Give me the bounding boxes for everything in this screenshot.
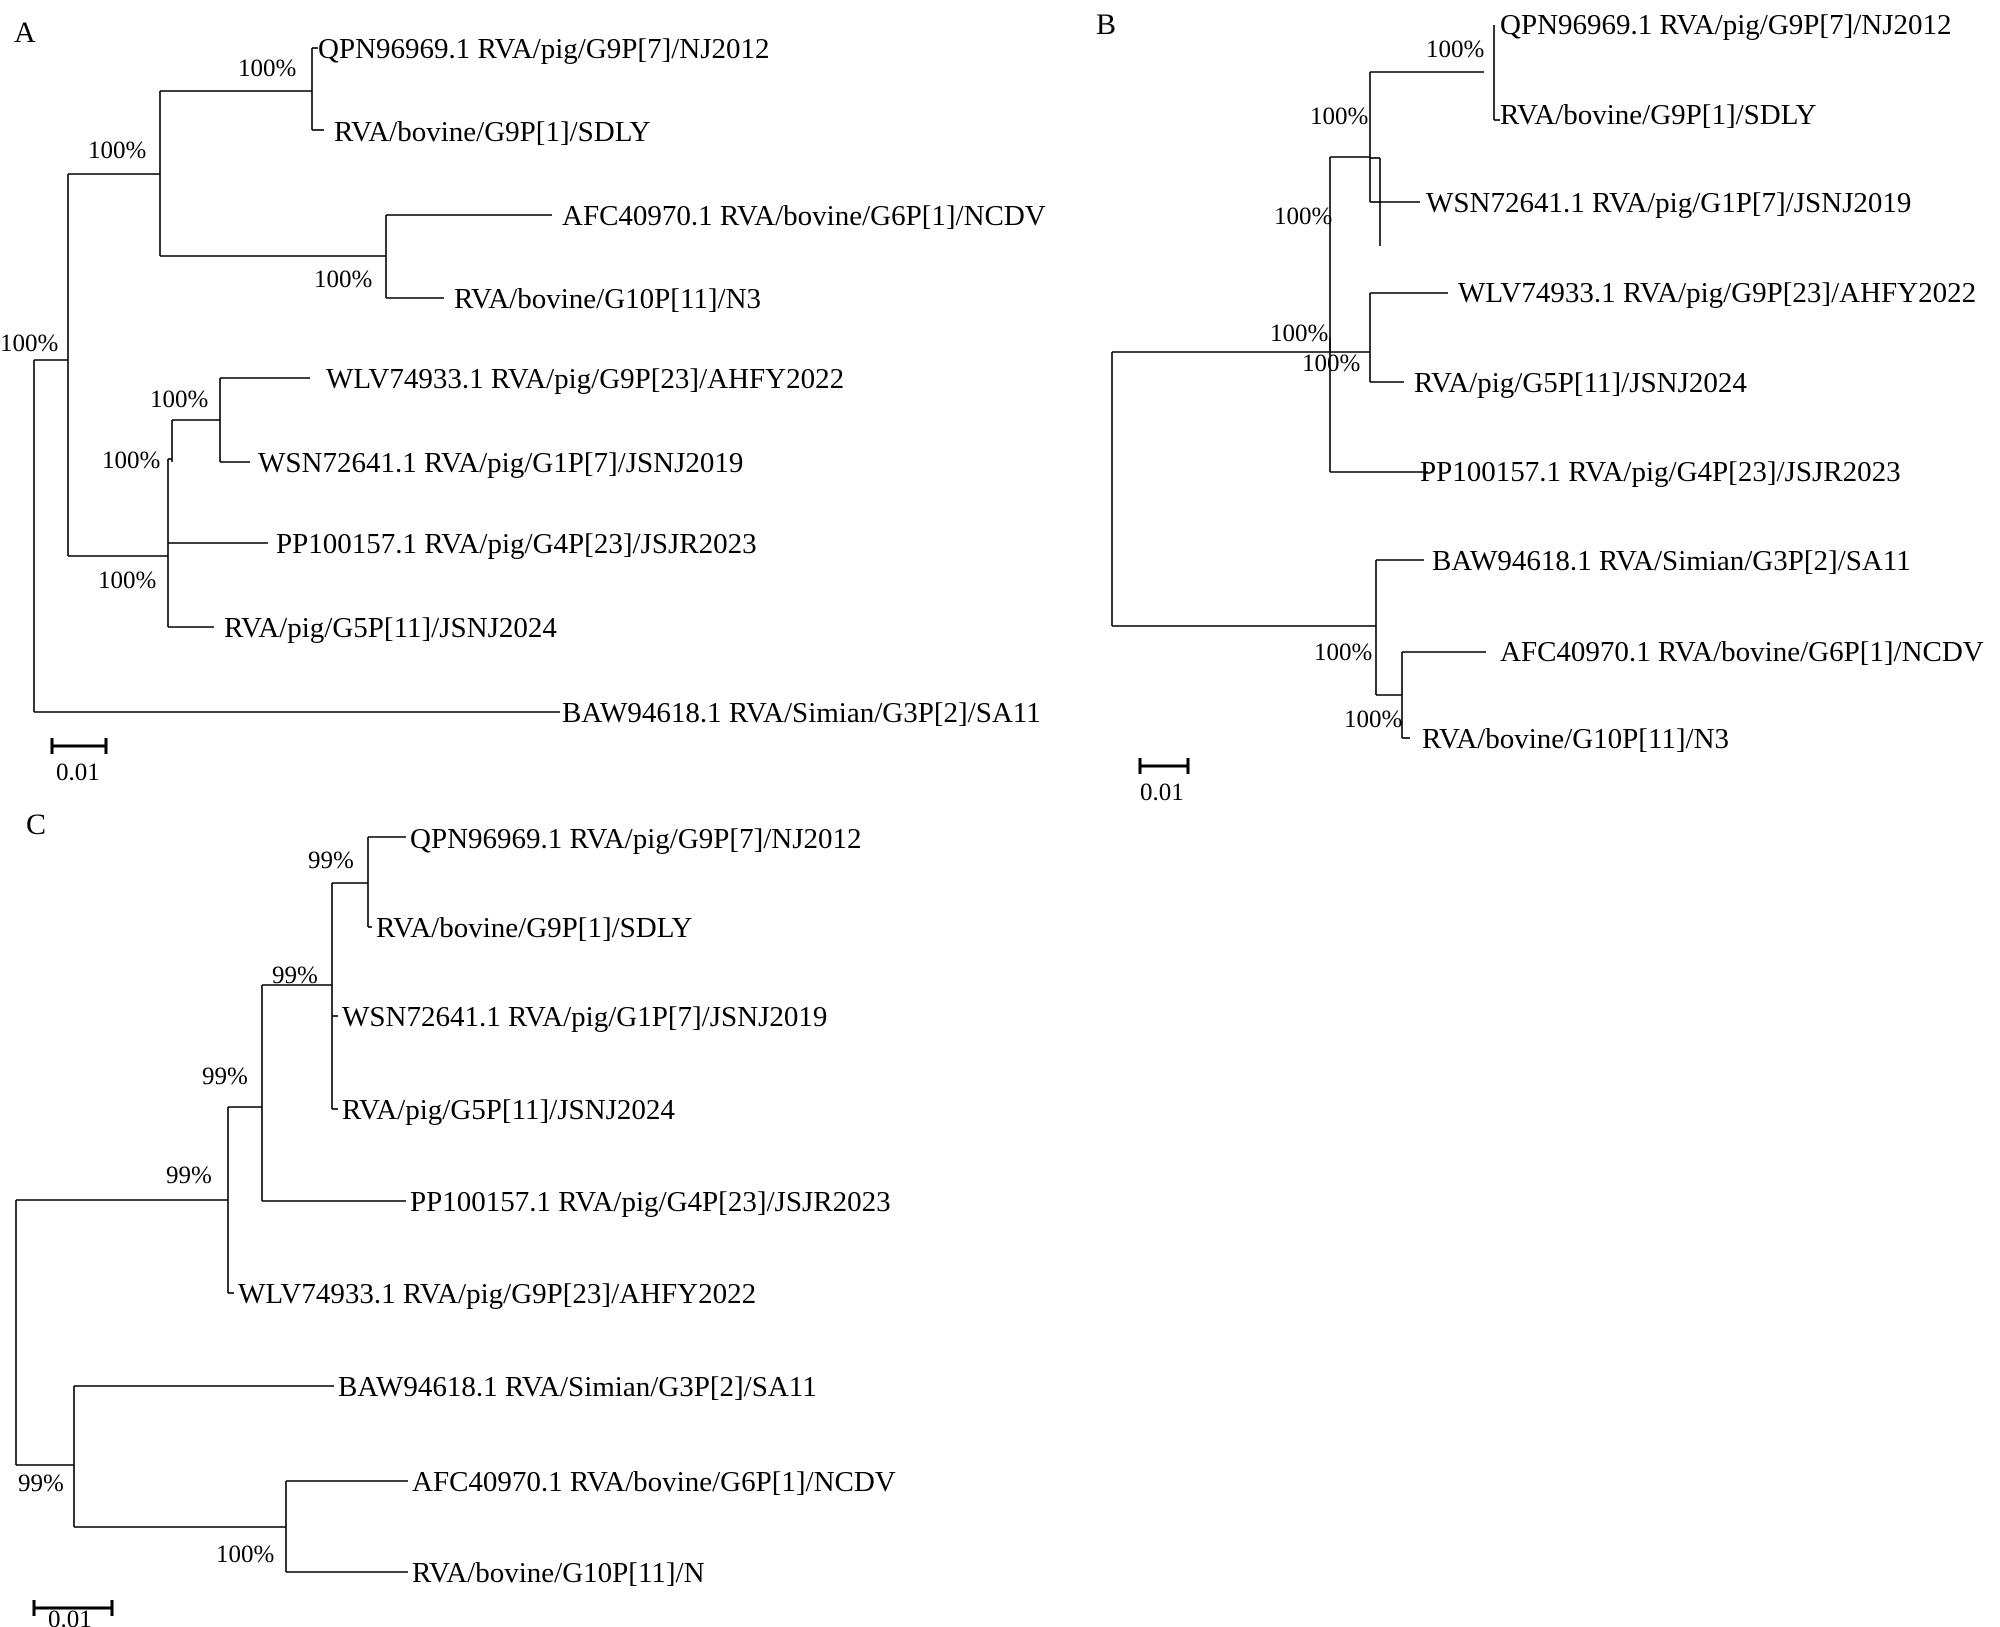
panel-a-scale-label: 0.01 [56,759,100,786]
panel-b-leaf-8: AFC40970.1 RVA/bovine/G6P[1]/NCDV [1500,636,1984,668]
panel-a-bootstrap-4: 100% [314,266,372,293]
panel-c-leaf-6: WLV74933.1 RVA/pig/G9P[23]/AHFY2022 [238,1278,756,1310]
panel-b-bootstrap-2: 100% [1310,103,1368,130]
panel-c: C [15,808,896,1627]
panel-a-label: A [14,16,36,49]
panel-c-bootstrap-4: 99% [166,1162,212,1189]
panel-b-leaf-5: RVA/pig/G5P[11]/JSNJ2024 [1414,367,1747,399]
panel-a-leaf-3: AFC40970.1 RVA/bovine/G6P[1]/NCDV [562,200,1046,232]
panel-c-scale-bar: 0.01 [32,1600,114,1627]
panel-a-bootstrap-7: 100% [98,567,156,594]
panel-b-leaf-6: PP100157.1 RVA/pig/G4P[23]/JSJR2023 [1420,456,1901,488]
panel-c-bootstrap-5: 99% [18,1470,64,1497]
panel-b-scale-bar: 0.01 [1138,758,1190,806]
panel-c-scale-label: 0.01 [48,1606,92,1627]
panel-a-bootstrap-values: 100% 100% 100% 100% 100% 100% 100% [0,55,372,594]
panel-b-leaf-7: BAW94618.1 RVA/Simian/G3P[2]/SA11 [1432,545,1911,577]
panel-b-leaf-4: WLV74933.1 RVA/pig/G9P[23]/AHFY2022 [1458,277,1976,309]
panel-c-bootstrap-3: 99% [202,1063,248,1090]
panel-b-label: B [1096,8,1116,41]
panel-b-leaf-2: RVA/bovine/G9P[1]/SDLY [1500,99,1817,131]
panel-b-branches [1111,25,1500,739]
panel-b-leaf-1: QPN96969.1 RVA/pig/G9P[7]/NJ2012 [1500,9,1952,41]
panel-a-leaf-9: BAW94618.1 RVA/Simian/G3P[2]/SA11 [562,697,1041,729]
panel-b-bootstrap-1: 100% [1426,36,1484,63]
panel-b-leaf-3: WSN72641.1 RVA/pig/G1P[7]/JSNJ2019 [1426,187,1911,219]
panel-c-leaf-2: RVA/bovine/G9P[1]/SDLY [376,912,693,944]
panel-b-bootstrap-values: 100% 100% 100% 100% 100% 100% 100% [1270,36,1484,733]
panel-a-leaf-labels: QPN96969.1 RVA/pig/G9P[7]/NJ2012 RVA/bov… [224,33,1046,729]
panel-a-leaf-1: QPN96969.1 RVA/pig/G9P[7]/NJ2012 [318,33,770,65]
panel-a-bootstrap-6: 100% [102,447,160,474]
panel-a-leaf-7: PP100157.1 RVA/pig/G4P[23]/JSJR2023 [276,528,757,560]
panel-c-leaf-8: AFC40970.1 RVA/bovine/G6P[1]/NCDV [412,1466,896,1498]
panel-c-bootstrap-values: 99% 99% 99% 99% 99% 100% [18,847,354,1568]
panel-c-leaf-5: PP100157.1 RVA/pig/G4P[23]/JSJR2023 [410,1186,891,1218]
panel-b: B [1096,8,1984,806]
panel-a-bootstrap-1: 100% [0,330,58,357]
panel-b-bootstrap-5: 100% [1302,350,1360,377]
panel-b-scale-label: 0.01 [1140,779,1184,806]
panel-c-leaf-labels: QPN96969.1 RVA/pig/G9P[7]/NJ2012 RVA/bov… [238,823,896,1589]
panel-b-leaf-9: RVA/bovine/G10P[11]/N3 [1422,723,1729,755]
panel-b-bootstrap-7: 100% [1344,706,1402,733]
panel-a-branches [33,47,560,713]
panel-a-scale-bar: 0.01 [50,738,108,786]
panel-c-leaf-3: WSN72641.1 RVA/pig/G1P[7]/JSNJ2019 [342,1001,827,1033]
panel-a-bootstrap-3: 100% [238,55,296,82]
panel-c-bootstrap-2: 99% [272,962,318,989]
panel-b-bootstrap-4: 100% [1270,320,1328,347]
panel-c-leaf-1: QPN96969.1 RVA/pig/G9P[7]/NJ2012 [410,823,862,855]
panel-c-bootstrap-6: 100% [216,1541,274,1568]
panel-a-bootstrap-2: 100% [88,137,146,164]
panel-c-leaf-9: RVA/bovine/G10P[11]/N [412,1557,705,1589]
panel-b-bootstrap-6: 100% [1314,639,1372,666]
panel-a-bootstrap-5: 100% [150,386,208,413]
panel-c-leaf-7: BAW94618.1 RVA/Simian/G3P[2]/SA11 [338,1371,817,1403]
panel-c-label: C [26,808,46,841]
panel-c-leaf-4: RVA/pig/G5P[11]/JSNJ2024 [342,1094,675,1126]
panel-a-leaf-8: RVA/pig/G5P[11]/JSNJ2024 [224,612,557,644]
panel-b-bootstrap-3: 100% [1274,203,1332,230]
panel-a: A [0,16,1046,786]
panel-c-bootstrap-1: 99% [308,847,354,874]
panel-a-leaf-6: WSN72641.1 RVA/pig/G1P[7]/JSNJ2019 [258,447,743,479]
panel-b-leaf-labels: QPN96969.1 RVA/pig/G9P[7]/NJ2012 RVA/bov… [1414,9,1984,755]
panel-a-leaf-2: RVA/bovine/G9P[1]/SDLY [334,116,651,148]
panel-a-leaf-4: RVA/bovine/G10P[11]/N3 [454,283,761,315]
panel-a-leaf-5: WLV74933.1 RVA/pig/G9P[23]/AHFY2022 [326,363,844,395]
panel-c-branches [15,836,408,1573]
